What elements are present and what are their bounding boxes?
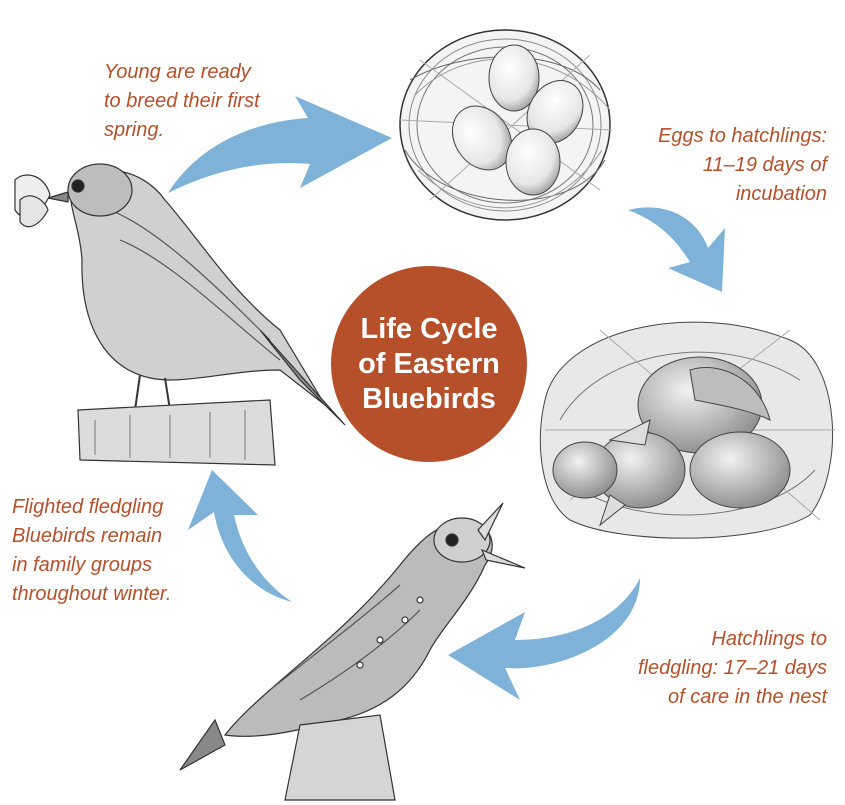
adult-bluebird-sketch	[14, 163, 346, 466]
caption-flighted-fledgling: Flighted fledgling Bluebirds remain in f…	[12, 493, 171, 609]
cycle-arrows	[168, 96, 725, 700]
caption-line: in family groups	[12, 554, 153, 576]
caption-line: 11–19 days of	[702, 154, 827, 176]
arrow-hatchlings-to-fledgling-icon	[448, 578, 640, 700]
title-line: of Eastern	[358, 347, 500, 380]
caption-hatchlings-to-fledgling: Hatchlings to fledgling: 17–21 days of c…	[638, 625, 827, 712]
caption-young-ready: Young are ready to breed their first spr…	[104, 58, 260, 145]
diagram-title: Life Cycle of Eastern Bluebirds	[331, 266, 527, 462]
title-line: Bluebirds	[362, 382, 496, 415]
caption-line: Hatchlings to	[711, 628, 827, 650]
caption-line: spring.	[104, 119, 165, 141]
caption-line: incubation	[735, 183, 827, 205]
caption-line: fledgling: 17–21 days	[637, 657, 827, 679]
caption-line: of care in the nest	[668, 686, 827, 708]
caption-line: Bluebirds remain	[12, 525, 163, 547]
caption-line: throughout winter.	[12, 583, 172, 605]
caption-line: Flighted fledgling	[12, 496, 164, 518]
caption-eggs-to-hatchlings: Eggs to hatchlings: 11–19 days of incuba…	[658, 122, 827, 209]
arrow-eggs-to-hatchlings-icon	[628, 207, 725, 292]
caption-line: Eggs to hatchlings:	[658, 125, 827, 147]
caption-line: to breed their first	[104, 90, 260, 112]
caption-line: Young are ready	[104, 61, 251, 83]
title-line: Life Cycle	[360, 312, 498, 345]
arrow-adult-to-eggs-icon	[168, 96, 392, 193]
nest-with-eggs-sketch	[399, 29, 613, 221]
arrow-fledgling-to-adult-icon	[188, 470, 292, 602]
hatchlings-in-nest-sketch	[539, 321, 835, 539]
fledgling-bird-sketch	[179, 502, 526, 801]
